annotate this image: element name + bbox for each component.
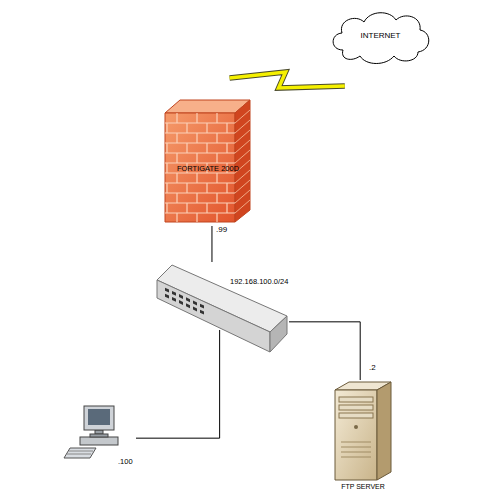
lan-link — [289, 322, 360, 380]
node-label: INTERNET — [328, 32, 433, 41]
node-label: .100 — [118, 458, 133, 466]
network-switch: 192.168.100.0/24 — [153, 262, 289, 330]
cloud-outline — [328, 8, 433, 86]
connector-line — [136, 330, 220, 438]
node-label: FORTIGATE 200D — [163, 165, 253, 173]
lightning-outline — [230, 72, 345, 88]
ip-address-label: .99 — [216, 226, 227, 235]
node-label: 192.168.100.0/24 — [230, 278, 288, 286]
node-label: FTP SERVER — [325, 483, 401, 491]
ip-address-label: .2 — [369, 364, 376, 373]
wan-lightning-link — [230, 72, 345, 88]
lan-link — [136, 330, 220, 438]
connector-line — [230, 72, 345, 88]
ftp-server: FTP SERVER — [325, 380, 405, 498]
workstation-pc: .100 — [62, 400, 136, 472]
connector-line — [289, 322, 360, 380]
server-symbol — [325, 380, 405, 498]
connector-line — [211, 226, 212, 262]
firewall-wall: FORTIGATE 200D — [163, 78, 253, 226]
cloud-shape: INTERNET — [328, 8, 433, 86]
switch-symbol — [153, 262, 289, 358]
lan-link — [211, 226, 212, 262]
firewall-brick-wall — [163, 78, 253, 226]
